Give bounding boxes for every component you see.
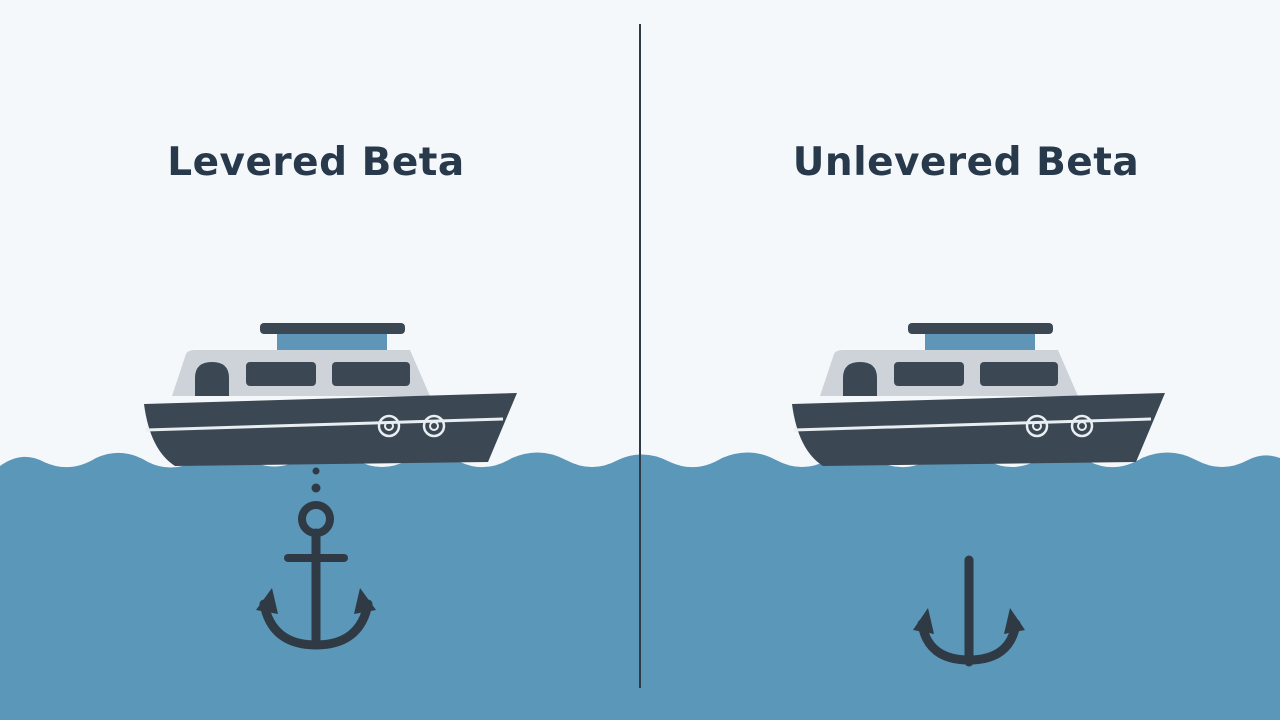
levered-beta-title: Levered Beta [167,140,465,185]
anchor-with-ring-icon [256,501,376,650]
anchor-icon [913,555,1025,667]
anchor-chain [311,467,321,493]
unlevered-beta-title: Unlevered Beta [792,140,1140,185]
